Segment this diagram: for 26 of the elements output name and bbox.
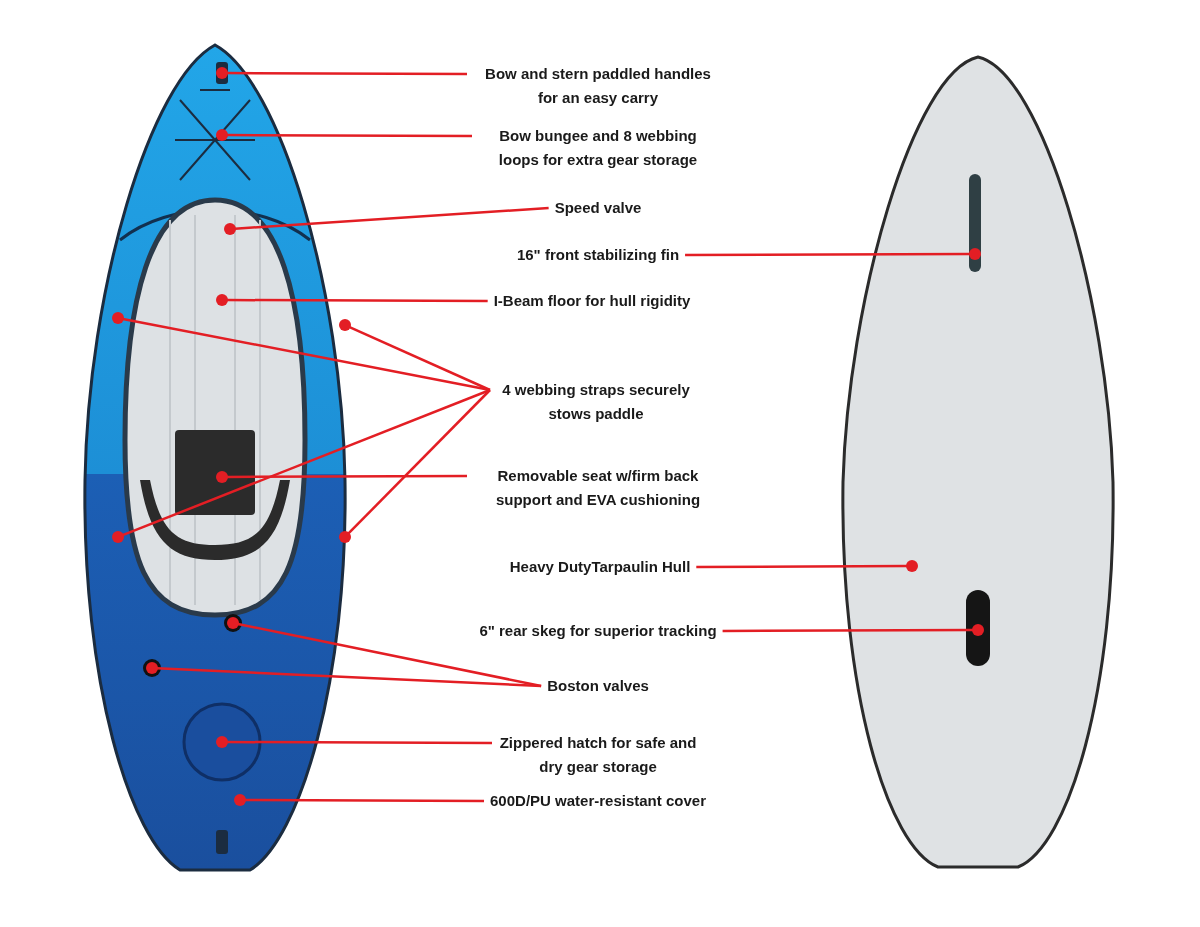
leader-line [685,252,970,257]
callout-label: 600D/PU water-resistant cover [490,789,706,813]
callout-label: 6" rear skeg for superior tracking [479,619,717,643]
callout-label: Removable seat w/firm back support and EVA cushioning [473,464,723,512]
leader-line [156,667,542,688]
leader-line [227,71,467,76]
callout-label: Speed valve [554,196,642,220]
callout-label: Boston valves [547,674,649,698]
leader-line [227,740,492,745]
leader-line [227,298,488,303]
leader-line [237,622,542,688]
leader-line [227,474,467,479]
callout-label: I-Beam floor for hull rigidity [493,289,691,313]
leader-line [696,564,907,569]
callout-label: 16" front stabilizing fin [516,243,680,267]
leader-line [347,389,491,535]
callout-label: Bow bungee and 8 webbing loops for extra gear storage [478,124,718,172]
leader-line [234,206,549,230]
leader-line [722,628,973,633]
callout-label: Heavy DutyTarpaulin Hull [509,555,691,579]
callout-label: 4 webbing straps securely stows paddle [496,378,696,426]
leader-line [227,133,472,138]
leader-line [349,325,491,392]
callout-label: Zippered hatch for safe and dry gear storage [498,731,698,779]
leader-line [245,798,485,803]
callout-label: Bow and stern paddled handles for an easy carry [473,62,723,110]
